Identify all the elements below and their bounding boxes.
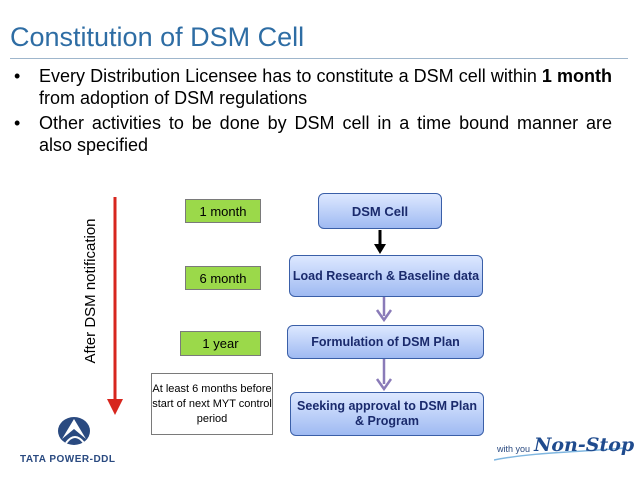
bullet-marker: • bbox=[14, 113, 21, 133]
bullet-marker: • bbox=[14, 66, 21, 86]
bullet-text-part: from adoption of DSM regulations bbox=[39, 88, 308, 108]
connector-purple-arrow bbox=[375, 297, 393, 323]
bullet-text-part: Every Distribution Licensee has to const… bbox=[39, 66, 542, 86]
bullet-item: • Every Distribution Licensee has to con… bbox=[14, 65, 612, 109]
axis-label: After DSM notification bbox=[82, 218, 99, 364]
timeline-arrow bbox=[107, 197, 123, 415]
connector-black-arrow bbox=[374, 230, 386, 254]
tata-power-logo bbox=[58, 417, 90, 445]
bullet-item: • Other activities to be done by DSM cel… bbox=[14, 112, 612, 156]
step-load-research: Load Research & Baseline data bbox=[289, 255, 483, 297]
tagline-brand: Non-Stop bbox=[534, 434, 635, 456]
timeline-label-1-month: 1 month bbox=[185, 199, 261, 223]
bullet-text-bold: 1 month bbox=[541, 66, 612, 86]
connector-purple-arrow bbox=[375, 359, 393, 392]
timeline-note: At least 6 months before start of next M… bbox=[151, 373, 273, 435]
timeline-label-6-month: 6 month bbox=[185, 266, 261, 290]
step-formulation: Formulation of DSM Plan bbox=[287, 325, 484, 359]
title-divider bbox=[10, 58, 628, 59]
bullet-list: • Every Distribution Licensee has to con… bbox=[14, 65, 612, 159]
step-seeking-approval: Seeking approval to DSM Plan & Program bbox=[290, 392, 484, 436]
bullet-text: Other activities to be done by DSM cell … bbox=[39, 113, 612, 155]
logo-text: TATA POWER-DDL bbox=[20, 454, 116, 465]
tagline-with: with you bbox=[497, 444, 531, 454]
timeline-label-1-year: 1 year bbox=[180, 331, 261, 356]
slide-title: Constitution of DSM Cell bbox=[10, 22, 305, 52]
bullet-text: Every Distribution Licensee has to const… bbox=[39, 65, 612, 109]
step-dsm-cell: DSM Cell bbox=[318, 193, 442, 229]
tagline-underline bbox=[494, 447, 624, 461]
